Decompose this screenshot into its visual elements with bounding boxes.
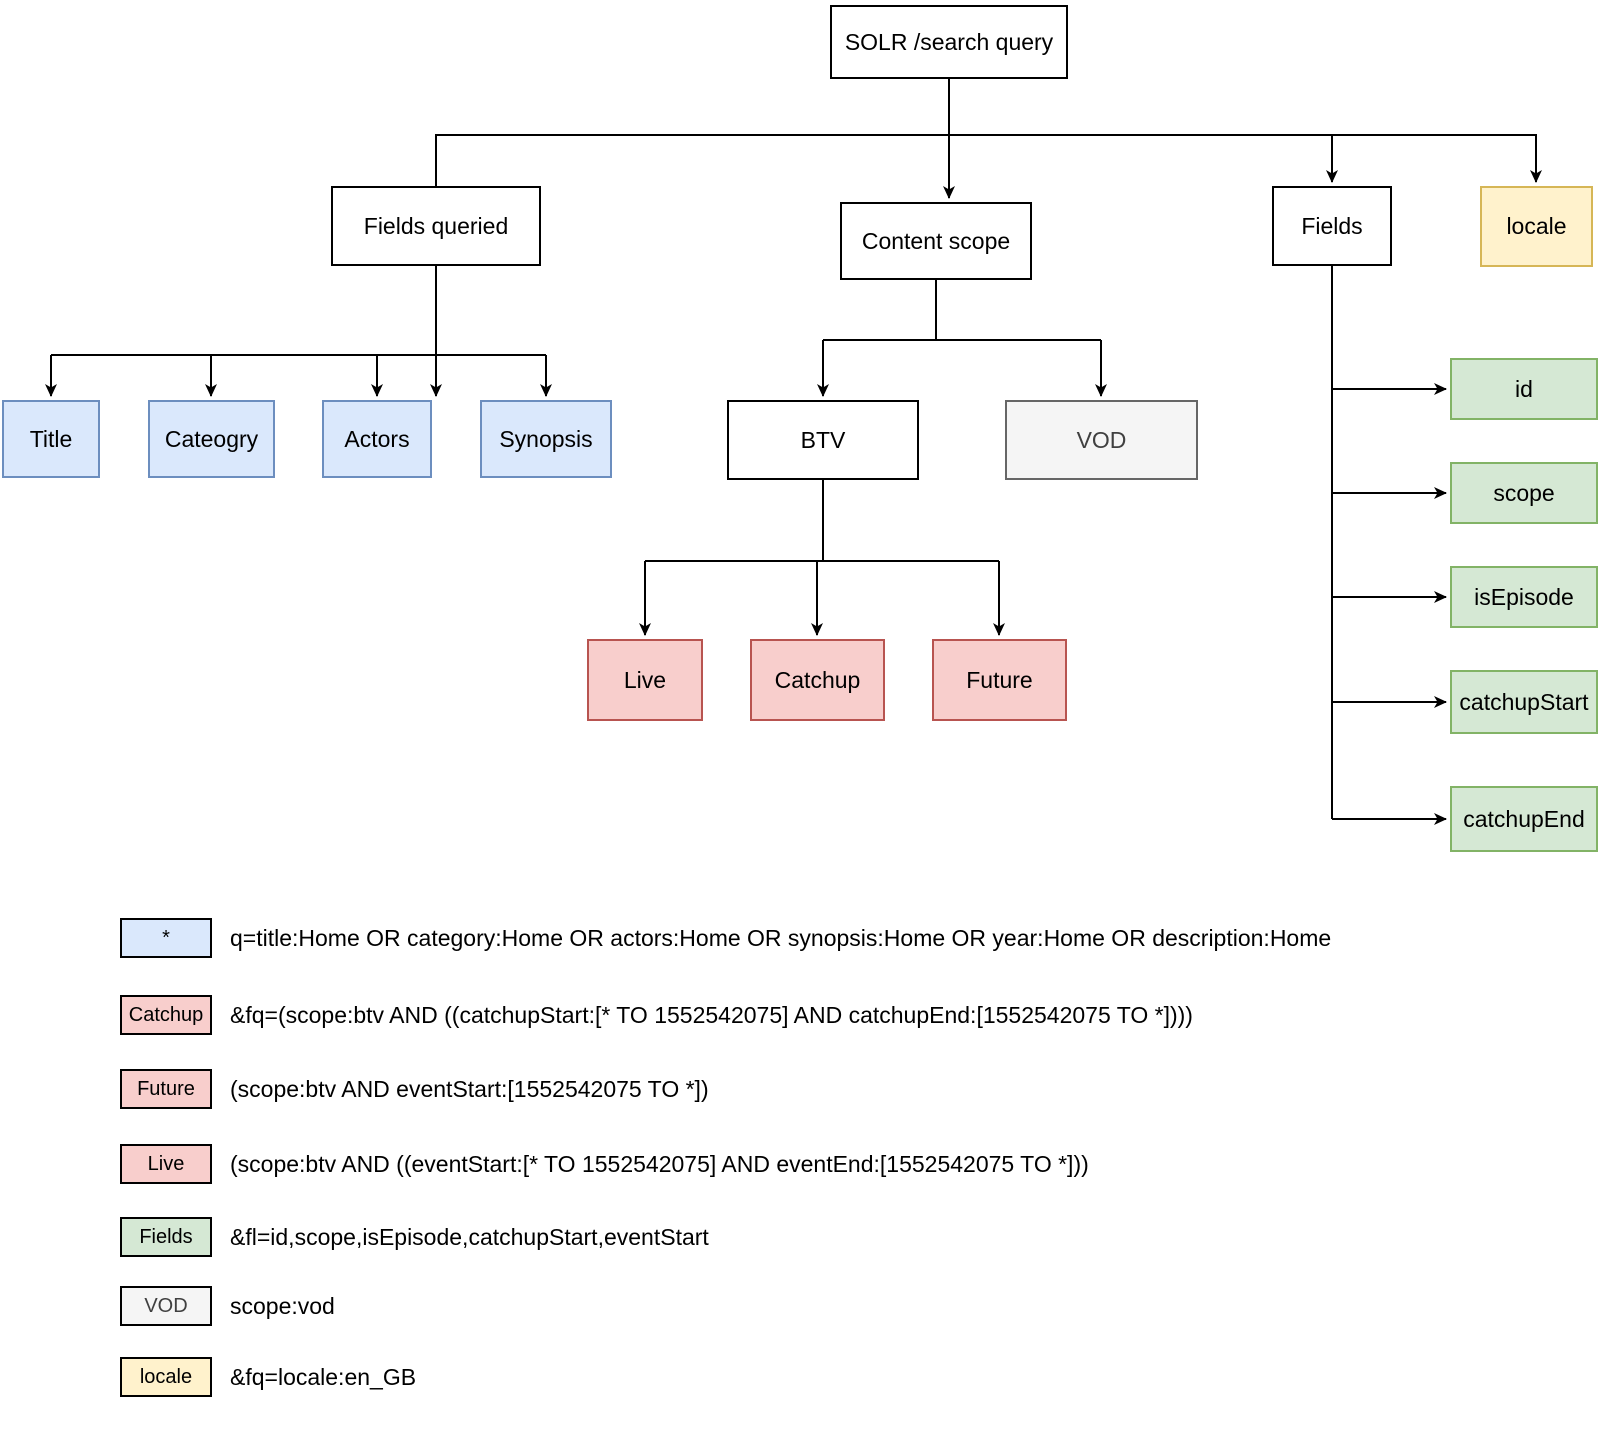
node-future: Future (932, 639, 1067, 721)
edge-solr-to-locale (949, 134, 1542, 183)
legend-row-catchup: Catchup &fq=(scope:btv AND ((catchupStar… (120, 995, 1193, 1035)
node-field-id: id (1450, 358, 1598, 420)
legend-text-live: (scope:btv AND ((eventStart:[* TO 155254… (230, 1150, 1089, 1177)
node-field-scope: scope (1450, 462, 1598, 524)
node-cateogry: Cateogry (148, 400, 275, 478)
legend-swatch-catchup: Catchup (120, 995, 212, 1035)
node-solr-search-query: SOLR /search query (830, 5, 1068, 79)
legend-text-wildcard: q=title:Home OR category:Home OR actors:… (230, 924, 1332, 951)
legend-row-future: Future (scope:btv AND eventStart:[155254… (120, 1069, 709, 1109)
node-fields-queried: Fields queried (331, 186, 541, 266)
node-field-catchupstart: catchupStart (1450, 670, 1598, 734)
node-field-catchupend: catchupEnd (1450, 786, 1598, 852)
legend-text-future: (scope:btv AND eventStart:[1552542075 TO… (230, 1075, 709, 1102)
node-live: Live (587, 639, 703, 721)
legend-row-locale: locale &fq=locale:en_GB (120, 1357, 416, 1397)
legend-swatch-fields: Fields (120, 1217, 212, 1257)
node-actors: Actors (322, 400, 432, 478)
node-fields: Fields (1272, 186, 1392, 266)
legend-text-fields: &fl=id,scope,isEpisode,catchupStart,even… (230, 1223, 709, 1250)
node-title: Title (2, 400, 100, 478)
legend-swatch-live: Live (120, 1144, 212, 1184)
legend-text-catchup: &fq=(scope:btv AND ((catchupStart:[* TO … (230, 1001, 1193, 1028)
node-vod: VOD (1005, 400, 1198, 480)
edge-solr-to-fields (949, 134, 1338, 183)
legend-text-vod: scope:vod (230, 1292, 335, 1319)
node-catchup: Catchup (750, 639, 885, 721)
node-content-scope: Content scope (840, 202, 1032, 280)
legend-swatch-locale: locale (120, 1357, 212, 1397)
legend-swatch-wildcard: * (120, 918, 212, 958)
node-locale: locale (1480, 186, 1593, 267)
node-field-isepisode: isEpisode (1450, 566, 1598, 628)
legend-row-live: Live (scope:btv AND ((eventStart:[* TO 1… (120, 1144, 1089, 1184)
legend-row-vod: VOD scope:vod (120, 1286, 335, 1326)
legend-swatch-vod: VOD (120, 1286, 212, 1326)
node-btv: BTV (727, 400, 919, 480)
legend-row-fields: Fields &fl=id,scope,isEpisode,catchupSta… (120, 1217, 709, 1257)
node-synopsis: Synopsis (480, 400, 612, 478)
legend-text-locale: &fq=locale:en_GB (230, 1363, 417, 1390)
legend-swatch-future: Future (120, 1069, 212, 1109)
legend-row-wildcard: * q=title:Home OR category:Home OR actor… (120, 918, 1331, 958)
